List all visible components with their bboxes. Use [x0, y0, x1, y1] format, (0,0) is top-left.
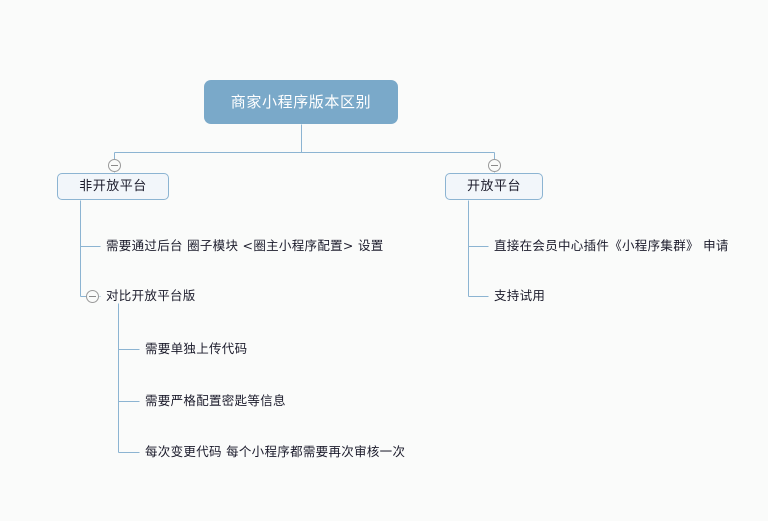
collapse-toggle-non-open-platform[interactable] — [108, 159, 121, 172]
root-node[interactable]: 商家小程序版本区别 — [204, 80, 398, 124]
node-open-platform-label: 开放平台 — [466, 179, 521, 194]
node-open-platform[interactable]: 开放平台 — [445, 173, 543, 200]
root-node-label: 商家小程序版本区别 — [230, 92, 372, 111]
node-non-open-platform[interactable]: 非开放平台 — [57, 173, 169, 200]
leaf-supports-trial[interactable]: 支持试用 — [494, 288, 546, 303]
collapse-toggle-open-platform[interactable] — [488, 159, 501, 172]
node-non-open-platform-label: 非开放平台 — [79, 179, 147, 194]
leaf-apply-plugin[interactable]: 直接在会员中心插件《小程序集群》 申请 — [494, 238, 729, 253]
leaf-upload-code[interactable]: 需要单独上传代码 — [145, 341, 248, 356]
leaf-compare-open-platform[interactable]: 对比开放平台版 — [106, 288, 196, 303]
leaf-backend-config[interactable]: 需要通过后台 圈子模块 <圈主小程序配置> 设置 — [106, 238, 384, 253]
leaf-configure-keys[interactable]: 需要严格配置密匙等信息 — [145, 393, 286, 408]
collapse-toggle-compare-open-platform[interactable] — [86, 290, 99, 303]
leaf-review-each-change[interactable]: 每次变更代码 每个小程序都需要再次审核一次 — [145, 444, 406, 459]
